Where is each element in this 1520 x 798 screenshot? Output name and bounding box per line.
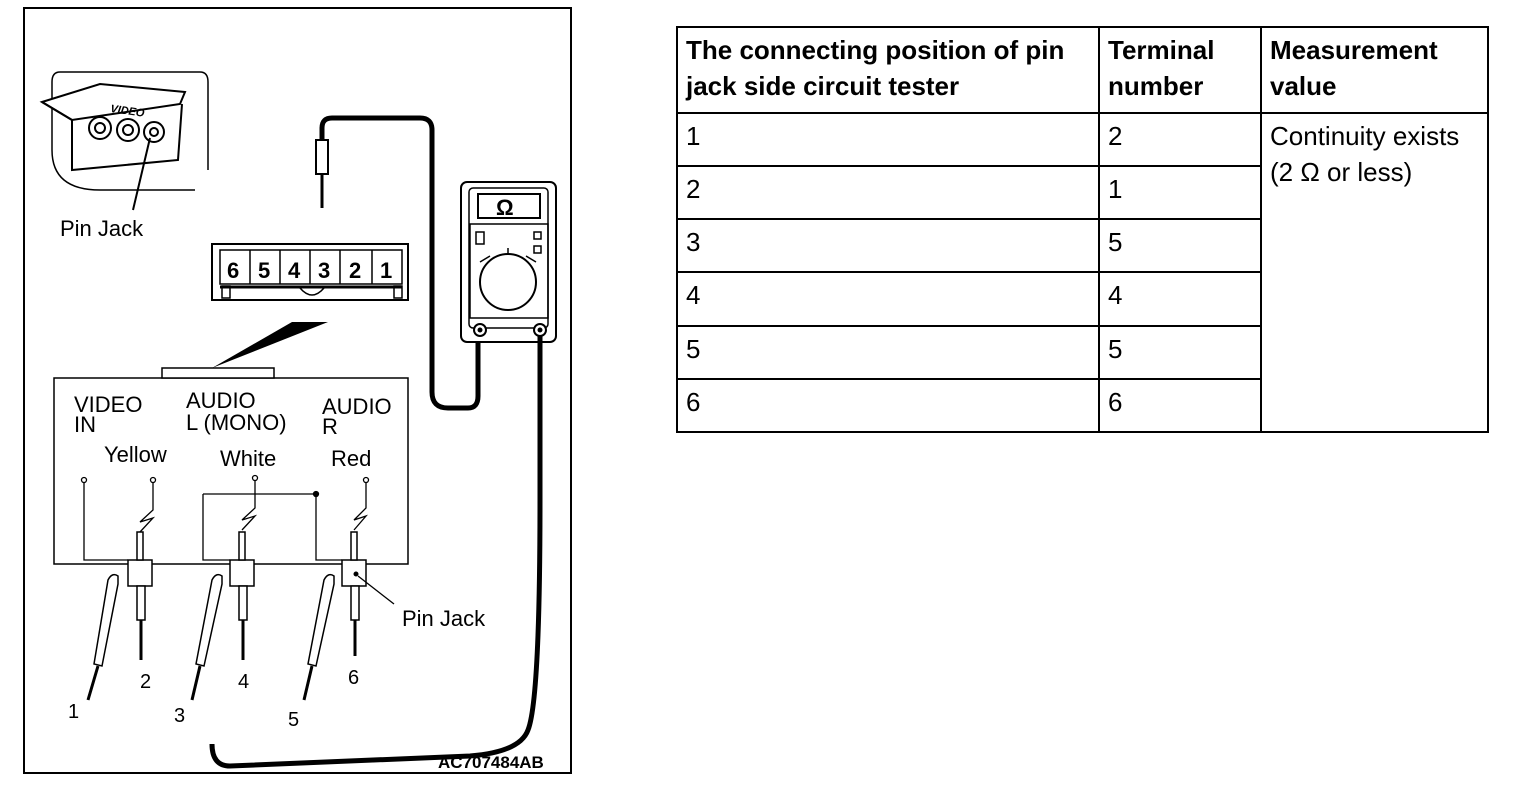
- pin-jack-callout: Pin Jack: [402, 606, 486, 631]
- table-row: 2 1: [676, 165, 1488, 221]
- connector-pin-5: 5: [258, 258, 270, 283]
- cell-position: 1: [676, 111, 1100, 168]
- header-terminal-number: Terminal number: [1098, 26, 1262, 114]
- top-pin-jack-label: Pin Jack: [60, 216, 144, 241]
- cell-position: 4: [676, 271, 1100, 327]
- input-video-color: Yellow: [104, 442, 167, 467]
- lead-number-6: 6: [348, 667, 359, 689]
- table-row: 6 6: [676, 377, 1488, 434]
- lead-number-1: 1: [68, 701, 79, 723]
- cell-position: 3: [676, 218, 1100, 274]
- connector: [211, 243, 409, 301]
- cell-terminal: 2: [1098, 111, 1262, 168]
- cell-measurement: Continuity exists (2 Ω or less): [1260, 112, 1489, 433]
- input-audio-l-line1: AUDIO: [186, 388, 256, 413]
- header-measurement-value: Measurement value: [1260, 26, 1489, 114]
- cell-terminal: 6: [1098, 377, 1262, 434]
- table-row: 3 5: [676, 218, 1488, 274]
- circuit-diagram: VIDEO Pin Jack 6 5 4 3 2 1: [23, 7, 572, 774]
- table-row: 4 4: [676, 271, 1488, 327]
- connector-pin-6: 6: [227, 258, 239, 283]
- ohm-meter: [460, 181, 557, 343]
- internal-wiring: [80, 474, 370, 561]
- header-connecting-position: The connecting position of pin jack side…: [676, 26, 1100, 114]
- input-audio-r-line2: R: [322, 414, 338, 439]
- table-header-row: The connecting position of pin jack side…: [676, 26, 1489, 114]
- connector-pin-4: 4: [288, 258, 301, 283]
- table-row: 1 2 Continuity exists (2 Ω or less): [676, 111, 1489, 433]
- ohm-symbol: Ω: [496, 195, 514, 220]
- jack-video: [86, 531, 153, 701]
- av-unit-tab: [161, 367, 275, 379]
- cell-position: 2: [676, 165, 1100, 221]
- input-audio-l-color: White: [220, 446, 276, 471]
- lead-number-4: 4: [238, 671, 249, 693]
- lead-number-2: 2: [140, 671, 151, 693]
- connector-pin-1: 1: [380, 258, 392, 283]
- cell-terminal: 5: [1098, 324, 1262, 380]
- meter-lead: [209, 336, 543, 769]
- cell-terminal: 5: [1098, 218, 1262, 274]
- diagram-frame: [23, 7, 572, 774]
- cell-terminal: 1: [1098, 165, 1262, 221]
- input-audio-l-line2: L (MONO): [186, 410, 287, 435]
- jack-audio-l: [190, 531, 255, 701]
- lead-number-3: 3: [174, 705, 185, 727]
- top-probe: [315, 115, 481, 411]
- panel-brand-text: VIDEO: [110, 103, 146, 120]
- cell-position: 6: [676, 377, 1100, 434]
- cell-terminal: 4: [1098, 271, 1262, 327]
- table-row: 5 5: [676, 324, 1488, 380]
- input-audio-r-line1: AUDIO: [322, 394, 392, 419]
- input-video-line1: VIDEO: [74, 392, 142, 417]
- video-panel-illustration: [39, 71, 209, 211]
- figure-code: AC707484AB: [438, 753, 544, 772]
- av-unit: [53, 377, 409, 565]
- jack-audio-r: [302, 531, 395, 701]
- input-audio-r-color: Red: [331, 446, 371, 471]
- connector-pin-2: 2: [349, 258, 361, 283]
- connector-pointer: [212, 322, 328, 368]
- connector-pin-3: 3: [318, 258, 330, 283]
- lead-number-5: 5: [288, 709, 299, 731]
- cell-position: 5: [676, 324, 1100, 380]
- input-video-line2: IN: [74, 412, 96, 437]
- measurement-table: The connecting position of pin jack side…: [676, 26, 1489, 434]
